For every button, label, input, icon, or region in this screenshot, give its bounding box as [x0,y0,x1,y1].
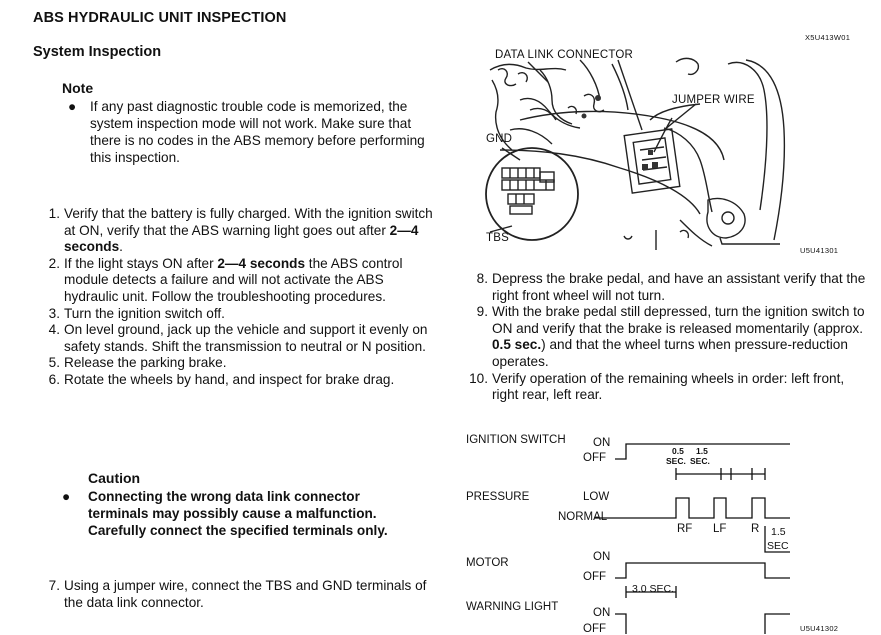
list-item: 4.On level ground, jack up the vehicle a… [38,322,433,355]
step-number: 7. [48,578,60,593]
caution-heading: Caution [88,470,141,486]
step-number: 9. [476,304,488,320]
label-0-5: 0.5 [672,446,684,456]
step-text: Release the parking brake. [64,355,227,371]
ignition-off: OFF [583,452,606,464]
label-gnd: GND [486,133,513,145]
label-3-0-sec: 3.0 SEC. [632,583,675,595]
steps-list-left: 1. Verify that the battery is fully charg… [38,206,433,389]
step-number: 2. [48,255,60,271]
pressure-normal: NORMAL [558,511,608,523]
label-sec-b: SEC [767,540,789,552]
warning-off: OFF [583,623,606,635]
caution-body: ● Connecting the wrong data link connect… [62,488,408,539]
label-rf: RF [677,523,693,535]
warning-on: ON [593,607,611,619]
label-tbs: TBS [486,232,509,244]
step-7: 7. Using a jumper wire, connect the TBS a… [38,578,433,611]
note-heading: Note [62,80,94,96]
section-subtitle: System Inspection [33,44,162,60]
steps-list-right: 8. Depress the brake pedal, and have an a… [466,271,866,404]
label-sec-2: SEC. [690,456,710,466]
step-text: If the light stays ON after [64,255,218,271]
label-jumper-wire: JUMPER WIRE [672,94,755,106]
motor-off: OFF [583,571,606,583]
step-text: Turn the ignition switch off. [64,305,225,321]
step-text: Rotate the wheels by hand, and inspect f… [64,371,395,387]
step-text: Verify that the battery is fully charged… [64,206,433,238]
note-body: ● If any past diagnostic trouble code is… [68,98,435,166]
step-emphasis: 2—4 seconds [217,255,306,271]
label-sec-1: SEC. [666,456,686,466]
label-lf: LF [713,523,727,535]
list-item: 10.Verify operation of the remaining whe… [466,371,866,404]
label-1-5-b: 1.5 [771,526,786,538]
ignition-on: ON [593,437,611,449]
page-title: ABS HYDRAULIC UNIT INSPECTION [33,10,287,26]
label-data-link-connector: DATA LINK CONNECTOR [495,49,633,61]
pressure-low: LOW [583,491,610,503]
step-text-tail: . [119,239,123,255]
list-item: 7. Using a jumper wire, connect the TBS a… [38,578,433,611]
step-text: On level ground, jack up the vehicle and… [64,322,428,354]
step-number: 10. [469,370,488,386]
step-number: 1. [48,206,60,221]
list-item: 5.Release the parking brake. [38,355,433,372]
list-item: 2.If the light stays ON after 2—4 second… [38,256,433,306]
label-r: R [751,523,760,535]
list-item: 6.Rotate the wheels by hand, and inspect… [38,372,433,389]
figure-code: X5U413W01 [805,33,851,42]
row-label-ignition: IGNITION SWITCH [466,434,566,446]
timing-figure-code: U5U41302 [800,624,839,633]
step-number: 6. [48,371,60,387]
figure-code-bottom: U5U41301 [800,246,839,255]
list-item: 1. Verify that the battery is fully charg… [38,206,433,256]
list-item: 9.With the brake pedal still depressed, … [466,304,866,370]
motor-on: ON [593,551,611,563]
bullet-icon: ● [62,489,71,504]
row-label-pressure: PRESSURE [466,491,530,503]
step-number: 4. [48,322,60,338]
row-label-warning: WARNING LIGHT [466,601,559,613]
step-number: 5. [48,355,60,371]
step-text: Verify operation of the remaining wheels… [492,370,845,403]
step-text-tail: the ABS control module detects a failure… [64,255,403,304]
label-1-5: 1.5 [696,446,708,456]
step-text: With the brake pedal still depressed, tu… [492,304,865,336]
step-text: Using a jumper wire, connect the TBS and… [64,578,427,610]
list-item: 8. Depress the brake pedal, and have an a… [466,271,866,304]
step-emphasis: 2—4 seconds [64,222,419,255]
step-number: 3. [48,305,60,321]
step-number: 8. [476,271,488,286]
row-label-motor: MOTOR [466,557,509,569]
step-emphasis: 0.5 sec. [492,337,542,353]
list-item: 3.Turn the ignition switch off. [38,306,433,323]
step-text: Depress the brake pedal, and have an ass… [492,271,866,303]
note-text: If any past diagnostic trouble code is m… [90,99,425,165]
caution-text: Connecting the wrong data link connector… [88,489,388,538]
bullet-icon: ● [68,99,77,114]
step-text-tail: ) and that the wheel turns when pressure… [492,337,848,369]
